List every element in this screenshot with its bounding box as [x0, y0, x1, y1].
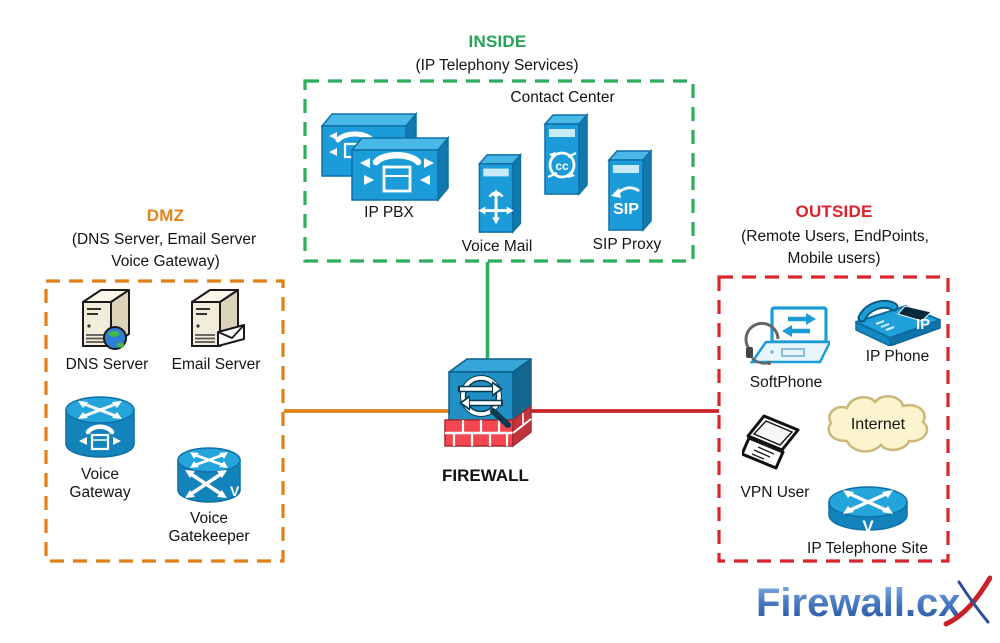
sip-proxy-node: SIP SIP Proxy	[572, 146, 682, 254]
inside-zone-title: INSIDE	[468, 32, 527, 51]
ip-phone-glyph-text: IP	[916, 316, 930, 333]
contact-center-node: cc	[533, 110, 593, 198]
voice-mail-label: Voice Mail	[461, 238, 533, 255]
ip-phone-icon: IP	[854, 299, 941, 346]
voice-gateway-node: Voice Gateway	[60, 392, 140, 503]
dns-server-label: DNS Server	[65, 356, 149, 373]
envelope-icon	[217, 324, 245, 347]
ip-telephone-site-node: V IP Telephone Site	[795, 484, 940, 558]
firewall-cx-logo: Firewall.cx	[756, 575, 992, 627]
firewall-label: FIREWALL	[442, 466, 529, 485]
vpn-user-icon	[742, 414, 800, 470]
voice-mail-node: Voice Mail	[447, 150, 547, 256]
logo-swoosh	[943, 575, 992, 627]
voice-gatekeeper-glyph-text: V	[230, 483, 240, 499]
voice-gateway-icon	[65, 396, 135, 458]
softphone-icon	[744, 306, 830, 366]
ip-phone-node: IP IP Phone	[845, 294, 950, 366]
voice-mail-icon	[477, 152, 523, 235]
ip-telephone-site-label: IP Telephone Site	[807, 540, 928, 557]
outside-zone-title: OUTSIDE	[795, 202, 873, 221]
dmz-zone-title: DMZ	[146, 206, 185, 225]
sip-proxy-glyph-text: SIP	[613, 201, 639, 218]
dmz-zone-border	[44, 279, 285, 563]
vpn-user-label: VPN User	[740, 484, 810, 501]
firewall-node	[435, 356, 537, 452]
inside-zone-subtitle: (IP Telephony Services)	[415, 57, 579, 74]
dns-server-icon	[82, 289, 130, 350]
contact-center-glyph-text: cc	[555, 159, 569, 173]
softphone-node: SoftPhone	[736, 306, 836, 392]
sip-proxy-icon: SIP	[607, 149, 653, 232]
ip-pbx-label: IP PBX	[364, 204, 414, 221]
ip-telephone-site-icon: V	[827, 486, 908, 536]
email-server-icon	[191, 289, 245, 347]
softphone-label: SoftPhone	[749, 374, 823, 391]
ip-telephone-site-glyph-text: V	[862, 517, 874, 536]
voice-gatekeeper-label: Voice Gatekeeper	[168, 510, 250, 546]
email-server-label: Email Server	[171, 356, 261, 373]
outside-zone-border	[717, 275, 950, 563]
dmz-zone-subtitle-line1: (DNS Server, Email Server	[71, 231, 257, 248]
ip-pbx-icon	[320, 111, 450, 202]
ip-pbx-node: IP PBX	[318, 106, 460, 222]
vpn-user-node: VPN User	[725, 414, 825, 502]
dmz-zone-subtitle-line2: Voice Gateway)	[111, 253, 220, 270]
internet-label: Internet	[851, 416, 906, 433]
outside-zone-subtitle-line2: Mobile users)	[787, 250, 881, 267]
ip-phone-label: IP Phone	[865, 348, 930, 365]
contact-center-icon: cc	[543, 113, 589, 196]
voice-gatekeeper-icon: V	[177, 447, 241, 503]
email-server-node: Email Server	[166, 286, 266, 374]
voice-gateway-label: Voice Gateway	[69, 466, 131, 502]
headset-icon	[744, 321, 780, 351]
dns-server-node: DNS Server	[57, 286, 157, 374]
contact-center-label: Contact Center	[510, 89, 615, 106]
voice-gatekeeper-node: V Voice Gatekeeper	[159, 444, 259, 547]
inside-zone-border	[303, 79, 695, 263]
firewall-icon	[444, 358, 532, 448]
internet-cloud-icon: Internet	[827, 394, 929, 453]
logo-text: Firewall.cx	[756, 581, 961, 625]
sip-proxy-label: SIP Proxy	[592, 236, 662, 253]
outside-zone-subtitle-line1: (Remote Users, EndPoints,	[741, 228, 929, 245]
